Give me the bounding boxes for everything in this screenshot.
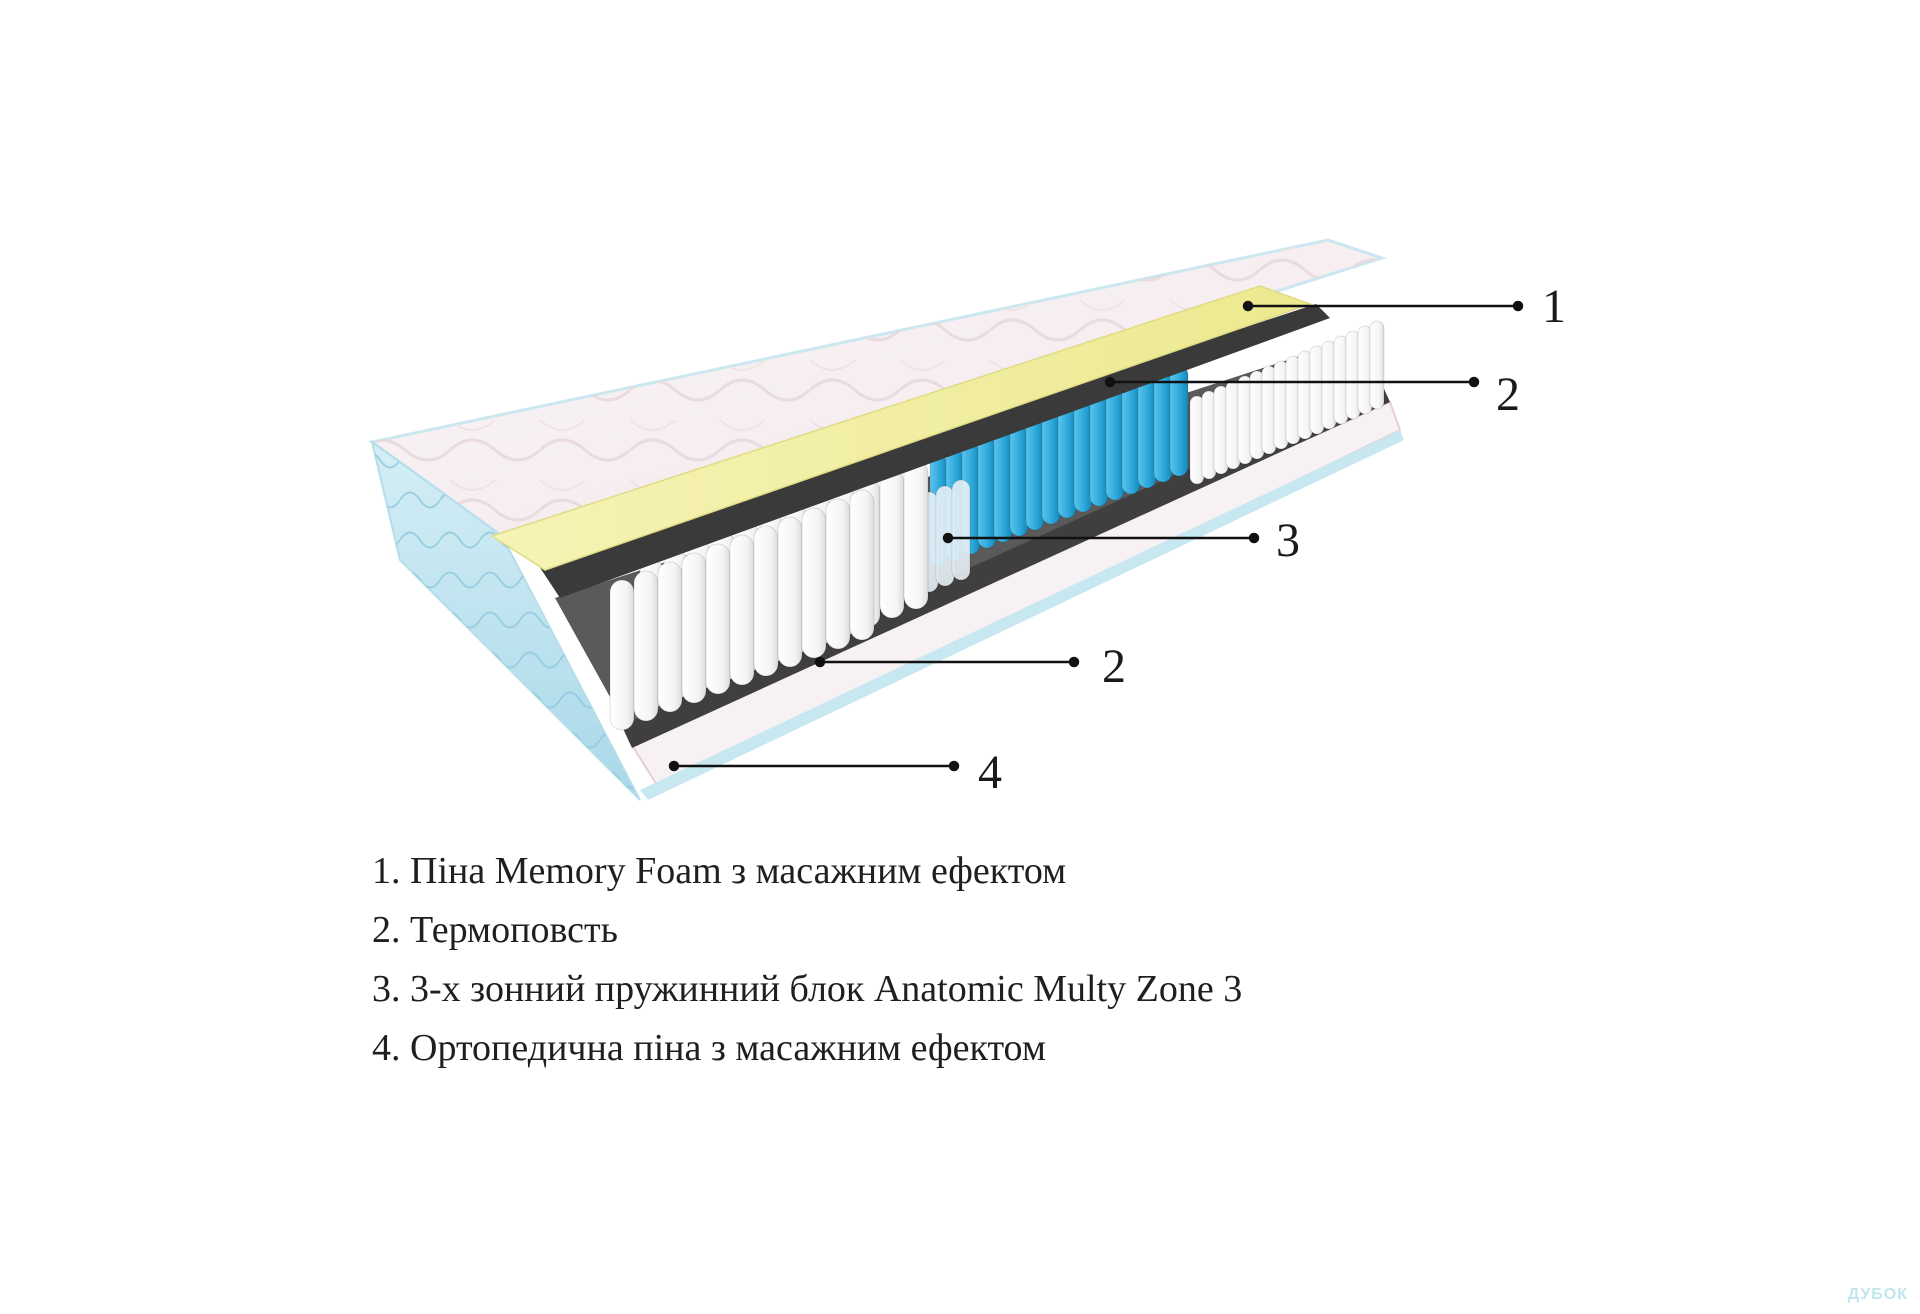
callout-label-2-lower: 2 (1102, 640, 1126, 693)
legend-list: 1. Піна Memory Foam з масажним ефектом 2… (372, 842, 1242, 1078)
bottom-cover-edge (640, 430, 1404, 800)
spring-coil (657, 561, 683, 713)
spring-coil (705, 543, 731, 695)
callout-label-2-upper: 2 (1496, 368, 1520, 421)
spring-coil (729, 534, 755, 686)
callout-label-3: 3 (1276, 514, 1300, 567)
spring-coil (1089, 395, 1109, 507)
spring-coil (801, 507, 827, 659)
legend-item-3: 3. 3-х зонний пружинний блок Anatomic Mu… (372, 968, 1243, 1010)
spring-coil (1105, 389, 1125, 501)
callout-label-1: 1 (1542, 280, 1566, 333)
spring-coil (1153, 371, 1173, 483)
spring-coil (849, 489, 875, 641)
spring-coil (1009, 425, 1029, 537)
spring-coil (1073, 401, 1093, 513)
spring-zone-right (1189, 320, 1385, 485)
spring-coil (993, 431, 1013, 543)
felt-layer-upper (535, 304, 1330, 598)
spring-coil (777, 516, 803, 668)
spring-coil (1025, 419, 1045, 531)
legend-item-2: 2. Термоповсть (372, 909, 618, 951)
spring-zone-front (609, 460, 929, 731)
spring-coil (903, 460, 929, 610)
spring-coil (753, 525, 779, 677)
spring-coil (951, 479, 971, 581)
spring-zone-middle (919, 365, 1189, 593)
spring-coil (1041, 413, 1061, 525)
spring-coil (609, 579, 635, 731)
spring-coil (681, 552, 707, 704)
cover-top-quilt (372, 240, 1382, 536)
spring-coil (825, 498, 851, 650)
callout-lines (668, 300, 1524, 772)
memory-foam-layer (490, 285, 1313, 571)
legend-item-1: 1. Піна Memory Foam з масажним ефектом (372, 850, 1067, 892)
cover-side-pattern (372, 442, 640, 800)
callout-label-4: 4 (978, 746, 1002, 799)
spring-coil (633, 570, 659, 722)
spring-coil (1137, 377, 1157, 489)
legend-item-4: 4. Ортопедична піна з масажним ефектом (372, 1027, 1046, 1069)
spring-coil (977, 437, 997, 549)
spring-coil (1369, 320, 1385, 410)
spring-coil (879, 469, 905, 619)
spring-coil (1121, 383, 1141, 495)
spring-coil (1057, 407, 1077, 519)
watermark-logo: ДУБОК (1847, 1286, 1908, 1303)
